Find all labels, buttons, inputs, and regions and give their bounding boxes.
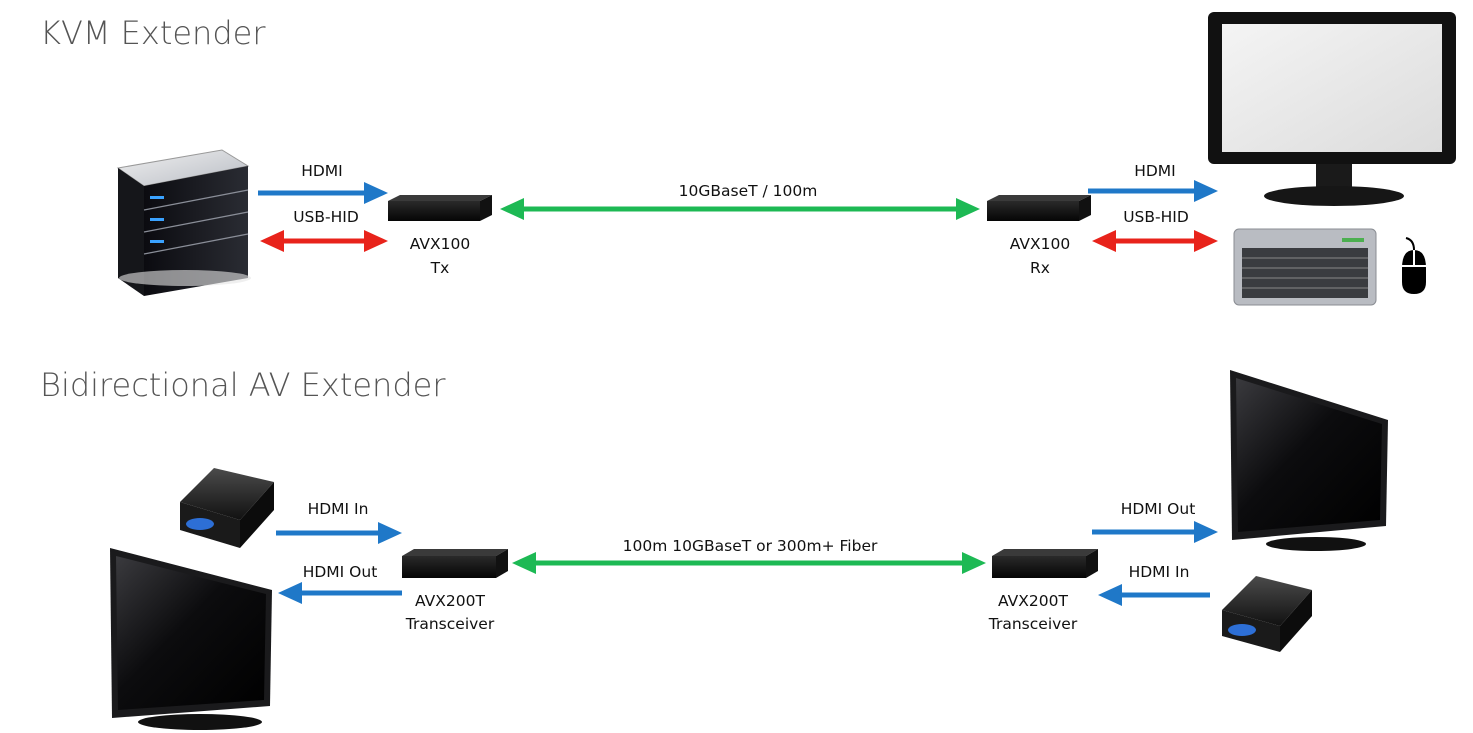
tv-right-icon (1230, 370, 1388, 551)
kvm-dest-usbhid-label: USB-HID (1123, 208, 1189, 226)
avx100-tx-unit-icon (388, 195, 492, 221)
avx100-rx-unit-icon (987, 195, 1091, 221)
av-rx-role-label: Transceiver (988, 615, 1078, 633)
kvm-source-usbhid-label: USB-HID (293, 208, 359, 226)
av-source-hdmi-in-label: HDMI In (308, 500, 369, 518)
av-rx-model-label: AVX200T (998, 592, 1068, 610)
av-tx-model-label: AVX200T (415, 592, 485, 610)
av-link-label: 100m 10GBaseT or 300m+ Fiber (623, 537, 878, 555)
tv-left-icon (110, 548, 272, 730)
av-dest-hdmi-out-arrow (1092, 521, 1218, 543)
av-tx-role-label: Transceiver (405, 615, 495, 633)
blu-ray-player-icon (180, 468, 274, 548)
av-dest-hdmi-in-arrow (1098, 584, 1210, 606)
kvm-section-title: KVM Extender (40, 14, 266, 52)
av-dest-hdmi-in-label: HDMI In (1129, 563, 1190, 581)
kvm-tx-role-label: Tx (430, 259, 450, 277)
keyboard-icon (1233, 228, 1377, 306)
av-section-title: Bidirectional AV Extender (40, 366, 446, 404)
av-source-hdmi-out-arrow (278, 582, 402, 604)
kvm-source-hdmi-label: HDMI (301, 162, 343, 180)
server-tower-icon (116, 149, 251, 296)
av-source-hdmi-in-arrow (276, 522, 402, 544)
kvm-source-usbhid-arrow (260, 230, 388, 252)
avx200t-left-unit-icon (402, 549, 508, 578)
kvm-link-label: 10GBaseT / 100m (679, 182, 818, 200)
kvm-dest-usbhid-arrow (1092, 230, 1218, 252)
mouse-icon (1402, 237, 1426, 294)
avx200t-right-unit-icon (992, 549, 1098, 578)
kvm-source-hdmi-arrow (258, 182, 388, 204)
av-dest-hdmi-out-label: HDMI Out (1121, 500, 1196, 518)
kvm-link-arrow (500, 198, 980, 220)
kvm-tx-model-label: AVX100 (410, 235, 470, 253)
kvm-rx-model-label: AVX100 (1010, 235, 1070, 253)
kvm-dest-hdmi-label: HDMI (1134, 162, 1176, 180)
monitor-icon (1208, 12, 1456, 206)
blu-ray-player-right-icon (1222, 576, 1312, 652)
av-source-hdmi-out-label: HDMI Out (303, 563, 378, 581)
kvm-dest-hdmi-arrow (1088, 180, 1218, 202)
av-link-arrow (512, 552, 986, 574)
kvm-rx-role-label: Rx (1030, 259, 1050, 277)
